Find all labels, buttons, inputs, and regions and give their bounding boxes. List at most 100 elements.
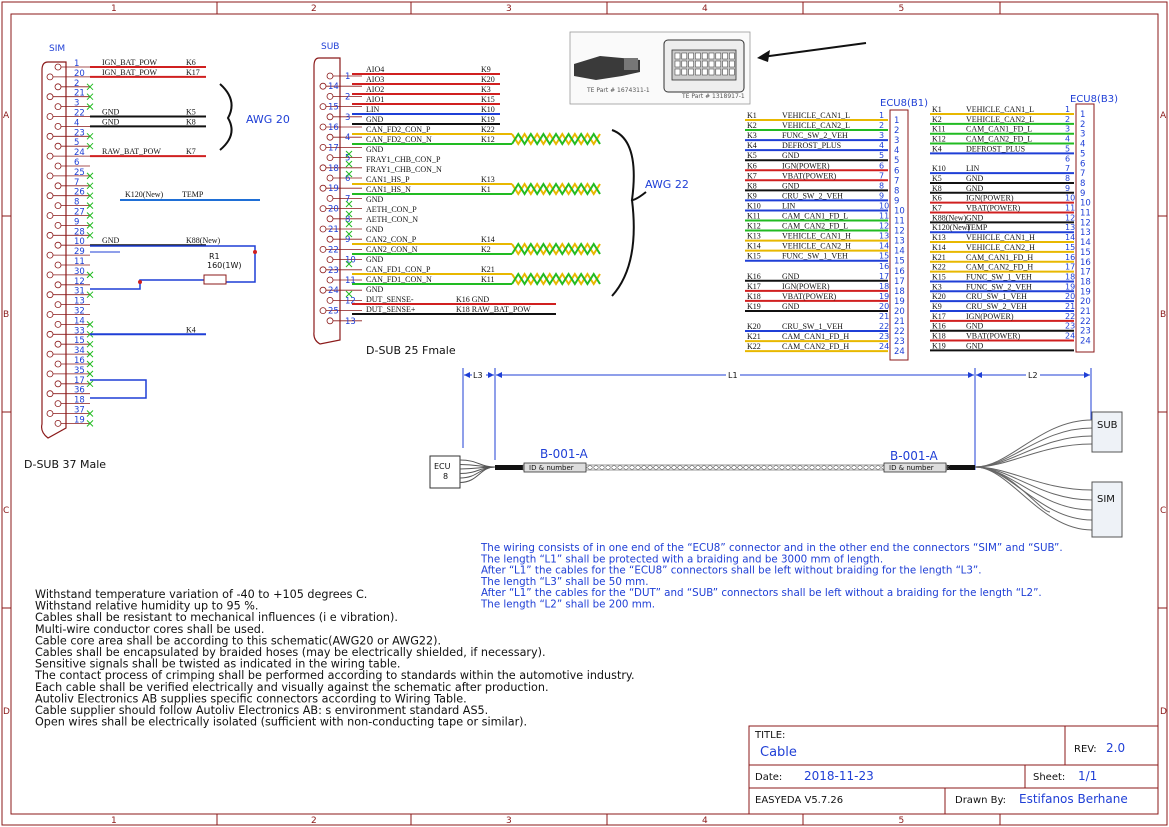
ecu-pin-number: 8 (1065, 174, 1070, 183)
ecu-pin-number-inner: 11 (894, 217, 905, 227)
sub-signal-name: CAN_FD1_CON_N (366, 275, 432, 284)
sub-pin-number: 8 (345, 215, 350, 225)
requirement-note: Withstand relative humidity up to 95 %. (35, 600, 258, 613)
sub-pin (326, 93, 334, 100)
ecu-k-label: K7 (932, 204, 942, 213)
sub-pin (319, 164, 327, 172)
sub-pin (326, 154, 334, 162)
ecu-pin-number-inner: 13 (1080, 228, 1091, 238)
sheet-border-inner (10, 13, 1159, 815)
ecu-pin-number-inner: 7 (894, 176, 899, 186)
no-connect-mark (86, 321, 94, 328)
marker-right: B-001-A (890, 449, 939, 463)
title-block (748, 725, 1159, 815)
ecu-k-label: K2 (747, 121, 757, 130)
frame-row-label: C (1160, 506, 1166, 516)
sim-pin-number: 34 (74, 346, 85, 356)
ecu-pin-number: 24 (879, 342, 889, 351)
sim-pin (46, 330, 54, 338)
sub-signal-k: K11 (481, 275, 494, 284)
ecu-pin-number: 14 (1065, 233, 1075, 242)
r1-resistor (203, 274, 227, 285)
twisted-pair (511, 242, 601, 256)
ecu-pin-number-inner: 23 (1080, 327, 1091, 337)
ecu-pin-number-inner: 9 (894, 196, 899, 206)
awg22-brace (611, 129, 647, 297)
sim-pin-number: 36 (74, 386, 85, 396)
no-connect-mark (86, 271, 94, 279)
sub-pin (326, 113, 334, 121)
sim-pin-number: 26 (74, 188, 85, 198)
sim-wire-k: TEMP (182, 190, 204, 199)
ecu-pin-number-inner: 4 (894, 146, 899, 156)
ecu-pin-number-inner: 20 (1080, 297, 1091, 307)
ecu-k-label: K19 (932, 341, 946, 350)
sub-signal-name: DUT_SENSE+ (366, 305, 416, 314)
ecu-pin-number-inner: 4 (1080, 140, 1085, 150)
ecu-pin-number: 17 (879, 272, 889, 281)
ecu-pin-number: 1 (1065, 105, 1070, 114)
sub-pin (326, 215, 334, 223)
no-connect-mark (345, 230, 353, 238)
frame-col-label: 1 (111, 816, 117, 826)
sub-pin-number: 1 (345, 72, 350, 82)
ecu-k-label: K22 (932, 263, 946, 272)
ecu-pin-number: 21 (1065, 302, 1075, 311)
sim-wire-name: GND (102, 117, 120, 126)
ecu-pin-number: 4 (879, 141, 884, 150)
ecu-k-label: K8 (747, 181, 757, 190)
no-connect-mark (345, 170, 353, 178)
sub-plug (1091, 411, 1123, 453)
sub-pin-number: 13 (345, 317, 356, 327)
sub-pin-number: 23 (328, 266, 339, 276)
awg22-label: AWG 22 (645, 178, 689, 191)
sub-pin (326, 72, 334, 80)
sub-pin-number: 19 (328, 184, 339, 194)
te-part-1: TE Part # 1674311-1 (586, 87, 650, 94)
ecu-pin-number-inner: 3 (894, 136, 899, 146)
ecu-signal-name: FUNC_SW_1_VEH (966, 272, 1032, 281)
twisted-pair (511, 132, 601, 146)
ecu-k-label: K17 (932, 312, 946, 321)
sim-pin-number: 5 (74, 138, 79, 148)
no-connect-mark (86, 420, 94, 427)
ecu-k-label: K5 (932, 174, 942, 183)
sub-pin-number: 24 (328, 286, 339, 296)
no-connect-mark (86, 142, 94, 150)
sub-signal-k: K16 GND (456, 295, 489, 304)
drawn-by-label: Drawn By: (955, 795, 1006, 806)
sim-pin (54, 142, 62, 150)
requirement-note: Cables shall be encapsulated by braided … (35, 646, 546, 659)
frame-col-label: 4 (702, 816, 708, 826)
twisted-pair (511, 182, 601, 196)
sub-pin-number: 14 (328, 82, 339, 92)
sub-pin-number: 20 (328, 205, 339, 215)
ecu-k-label: K19 (747, 302, 761, 311)
ecu-pin-number-inner: 15 (1080, 248, 1091, 258)
sim-pin (54, 221, 62, 229)
sim-pin (46, 212, 54, 219)
sim-pin (54, 419, 62, 427)
sub-title: SUB (321, 42, 339, 52)
rev-value: 2.0 (1106, 741, 1125, 755)
rev-label: REV: (1074, 744, 1097, 755)
ecu-k-label: K6 (932, 194, 942, 203)
sim-wire-k: K7 (186, 147, 196, 156)
sub-pin (319, 184, 327, 192)
ecu-k-label: K15 (747, 252, 761, 261)
ecu-pin-number: 4 (1065, 135, 1070, 144)
no-connect-mark (86, 410, 94, 417)
sim-pin (46, 113, 54, 120)
frame-col-label: 4 (702, 4, 708, 14)
ecu-pin-number-inner: 22 (894, 327, 905, 337)
ecu-pin-number-inner: 21 (894, 317, 905, 327)
sub-pin-number: 9 (345, 235, 350, 245)
no-connect-mark (86, 380, 94, 388)
no-connect-mark (86, 340, 94, 348)
sim-pin-number: 27 (74, 208, 85, 218)
ecu-signal-name: CRU_SW_1_VEH (966, 292, 1027, 301)
wiring-note: The length “L3” shall be 50 mm. (480, 576, 648, 588)
ecu-signal-name: CRU_SW_2_VEH (782, 191, 843, 200)
ecu8-plug-num: 8 (443, 472, 448, 481)
